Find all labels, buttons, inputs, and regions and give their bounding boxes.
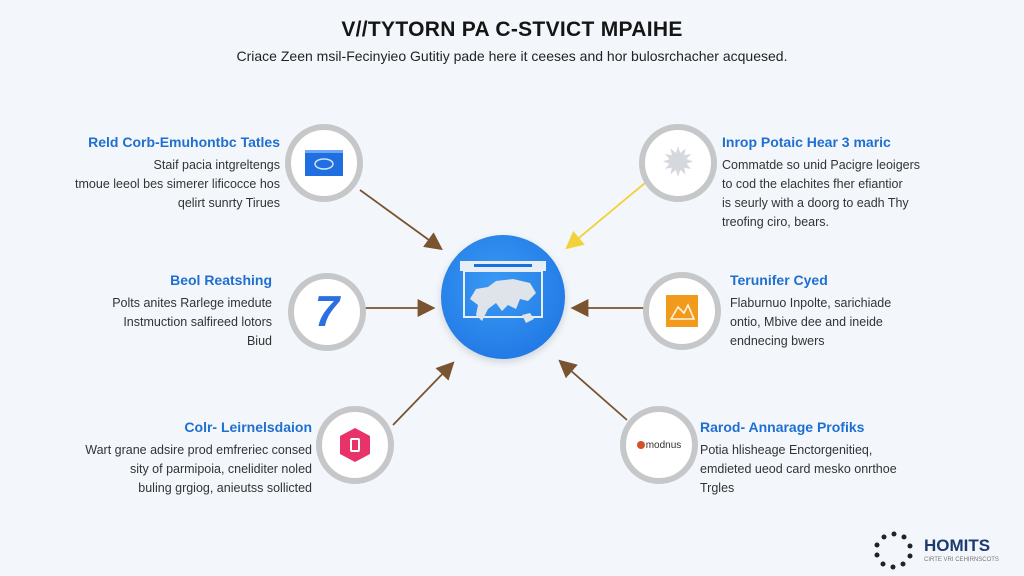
node-text-line: to cod the elachites fher efiantior	[722, 177, 903, 191]
node-text-line: Wart grane adsire prod emfreriec consed	[85, 443, 312, 457]
node-text-line: qelirt sunrty Tirues	[177, 196, 280, 210]
node-card-1: Reld Corb-Emuhontbc Tatles Staif pacia i…	[20, 133, 280, 213]
node-title: Terunifer Cyed	[730, 272, 828, 288]
node-icon-3	[316, 406, 394, 484]
node-card-6: Rarod- Annarage Profiks Potia hlisheage …	[700, 418, 940, 498]
node-title: Reld Corb-Emuhontbc Tatles	[88, 134, 280, 150]
gear-cluster-icon: ✹	[661, 141, 695, 185]
node-text-line: is seurly with a doorg to eadh Thy	[722, 196, 909, 210]
node-card-4: Inrop Potaic Hear 3 maric Commatde so un…	[722, 133, 952, 232]
node-card-3: Colr- Leirnelsdaion Wart grane adsire pr…	[22, 418, 312, 498]
modnus-logo-text: modnus	[645, 439, 682, 451]
node-title: Colr- Leirnelsdaion	[184, 419, 312, 435]
arrow-bottom-right	[558, 359, 628, 421]
hexagon-badge-icon	[340, 428, 370, 462]
node-text-line: Polts anites Rarlege imedute	[112, 296, 272, 310]
node-icon-4: ✹	[639, 124, 717, 202]
node-title: Beol Reatshing	[170, 272, 272, 288]
node-text-line: Commatde so unid Pacigre leoigers	[722, 158, 921, 172]
browser-window-icon	[305, 150, 343, 176]
world-map-board-icon	[460, 261, 546, 323]
arrow-top-right	[565, 182, 646, 250]
node-text-line: endnecing bwers	[730, 334, 825, 348]
page-title: V//TYTORN PA C-STVICT MPAIHE	[341, 18, 683, 41]
node-card-2: Beol Reatshing Polts anites Rarlege imed…	[32, 271, 272, 351]
center-hub	[441, 235, 565, 359]
node-text-line: Biud	[246, 334, 272, 348]
orange-handshake-icon	[666, 295, 698, 327]
node-text-line: Instmuction salfireed lotors	[123, 315, 272, 329]
node-icon-6: modnus	[620, 406, 698, 484]
node-icon-5	[643, 272, 721, 350]
node-title: Rarod- Annarage Profiks	[700, 419, 865, 435]
node-text-line: Staif pacia intgreltengs	[153, 158, 280, 172]
arrow-bottom-left	[392, 361, 455, 426]
brand-logo: HOMITS CIRTE VRI CEHIRNSCOTS	[872, 530, 1022, 570]
arrow-top-left	[359, 189, 443, 251]
logo-tagline: CIRTE VRI CEHIRNSCOTS	[924, 557, 999, 563]
node-icon-1	[285, 124, 363, 202]
node-text-line: Trgles	[700, 481, 735, 495]
number-seven-icon: 7	[314, 287, 340, 336]
node-card-5: Terunifer Cyed Flaburnuo Inpolte, sarich…	[730, 271, 950, 351]
node-text-line: treofing ciro, bears.	[722, 215, 829, 229]
node-text-line: sity of parmipoia, cneliditer noled	[129, 462, 312, 476]
page-subtitle: Criace Zeen msil-Fecinyieo Gutitiy pade …	[236, 48, 788, 64]
node-text-line: emdieted ueod card mesko onrthoe	[700, 462, 897, 476]
dotted-ring-icon	[874, 531, 913, 570]
node-text-line: Flaburnuo Inpolte, sarichiade	[730, 296, 892, 310]
node-icon-2: 7	[288, 273, 366, 351]
modnus-logo-icon: modnus	[636, 439, 682, 451]
node-text-line: Potia hlisheage Enctorgenitieq,	[700, 443, 873, 457]
logo-name: HOMITS	[924, 536, 991, 555]
node-text-line: buling grgiog, anieutss sollicted	[138, 481, 312, 495]
node-text-line: tmoue leeol bes simerer lificocce hos	[75, 177, 280, 191]
node-text-line: ontio, Mbive dee and ineide	[730, 315, 883, 329]
node-title: Inrop Potaic Hear 3 maric	[722, 134, 891, 150]
